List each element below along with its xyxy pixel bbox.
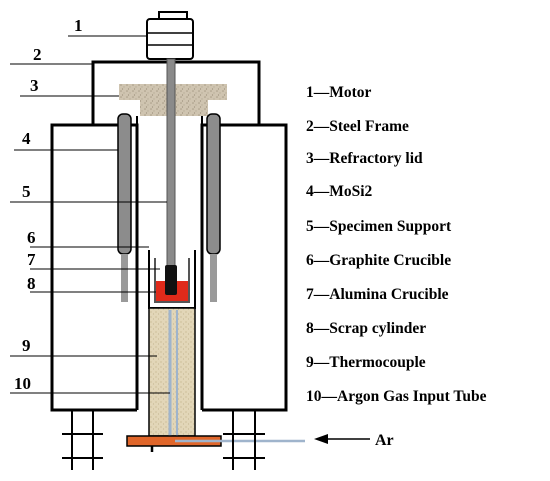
- legend-item-refractory-lid: 3—Refractory lid: [306, 150, 423, 167]
- furnace-wall-right: [200, 123, 288, 412]
- callout-9: 9: [22, 336, 31, 355]
- furnace-wall-left: [50, 123, 139, 412]
- specimen-support-rod: [166, 58, 176, 270]
- thermocouple: [168, 310, 178, 440]
- argon-label: Ar: [375, 432, 394, 449]
- legend-item-graphite-crucible: 6—Graphite Crucible: [306, 252, 451, 269]
- callout-4: 4: [22, 129, 31, 148]
- callout-3: 3: [30, 76, 39, 95]
- callout-5: 5: [22, 182, 31, 201]
- legend-item-thermocouple: 9—Thermocouple: [306, 354, 426, 371]
- callout-7: 7: [27, 250, 36, 269]
- callout-2: 2: [33, 45, 42, 64]
- callout-6: 6: [27, 228, 36, 247]
- motor: [146, 11, 194, 60]
- steel-frame: [91, 60, 261, 125]
- legend-item-motor: 1—Motor: [306, 84, 372, 101]
- heating-element-left: [117, 113, 132, 302]
- legend-item-alumina-crucible: 7—Alumina Crucible: [306, 286, 449, 303]
- legend-item-steel-frame: 2—Steel Frame: [306, 118, 409, 135]
- callout-1: 1: [74, 16, 83, 35]
- callout-8: 8: [27, 274, 36, 293]
- legend: 1—Motor 2—Steel Frame 3—Refractory lid 4…: [306, 84, 487, 405]
- callout-numbers: 1 2 3 4 5 6 7 8 9 10: [14, 16, 83, 393]
- heating-element-right: [206, 113, 221, 302]
- specimen-column: [148, 307, 196, 437]
- callout-10: 10: [14, 374, 31, 393]
- legend-item-mosi2: 4—MoSi2: [306, 183, 373, 200]
- legend-item-scrap-cylinder: 8—Scrap cylinder: [306, 320, 426, 337]
- legend-item-specimen-support: 5—Specimen Support: [306, 218, 452, 235]
- alumina-crucible: [154, 258, 190, 303]
- legend-item-argon-gas-input-tube: 10—Argon Gas Input Tube: [306, 388, 487, 405]
- leader-lines: [10, 35, 170, 394]
- argon-inlet-arrow: Ar: [314, 432, 394, 449]
- furnace-legs: [62, 410, 265, 470]
